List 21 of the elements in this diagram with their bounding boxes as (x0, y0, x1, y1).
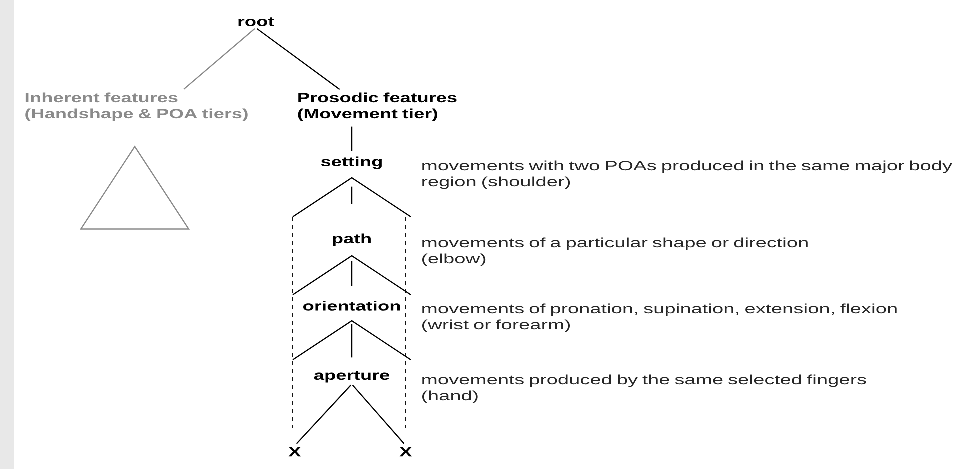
description-text: movements produced by the same selected fingers (hand) (422, 374, 866, 404)
tree-line (351, 324, 353, 358)
tree-line (296, 384, 352, 444)
node-label: X (288, 447, 302, 457)
tree-line (352, 384, 405, 444)
node-label: Inherent features (Handshape & POA tiers) (26, 92, 248, 122)
tree-line (351, 186, 353, 204)
node-label: path (333, 234, 371, 246)
node-label: X (400, 447, 412, 457)
description-text: movements of a particular shape or direction (elbow) (422, 238, 808, 266)
tree-line (256, 28, 340, 90)
tree-line (351, 126, 353, 152)
tree-line (184, 28, 256, 90)
node-label: Prosodic features (Movement tier) (298, 92, 457, 122)
description-text: movements of pronation, supination, extension, flexion (wrist or forearm) (422, 304, 897, 332)
node-label: orientation (304, 301, 400, 311)
description-text: movements with two POAs produced in the same major body region (shoulder) (422, 160, 952, 190)
node-label: aperture (314, 371, 390, 383)
tree-line (351, 261, 353, 286)
node-label: setting (321, 156, 382, 170)
node-label: root (238, 18, 274, 26)
